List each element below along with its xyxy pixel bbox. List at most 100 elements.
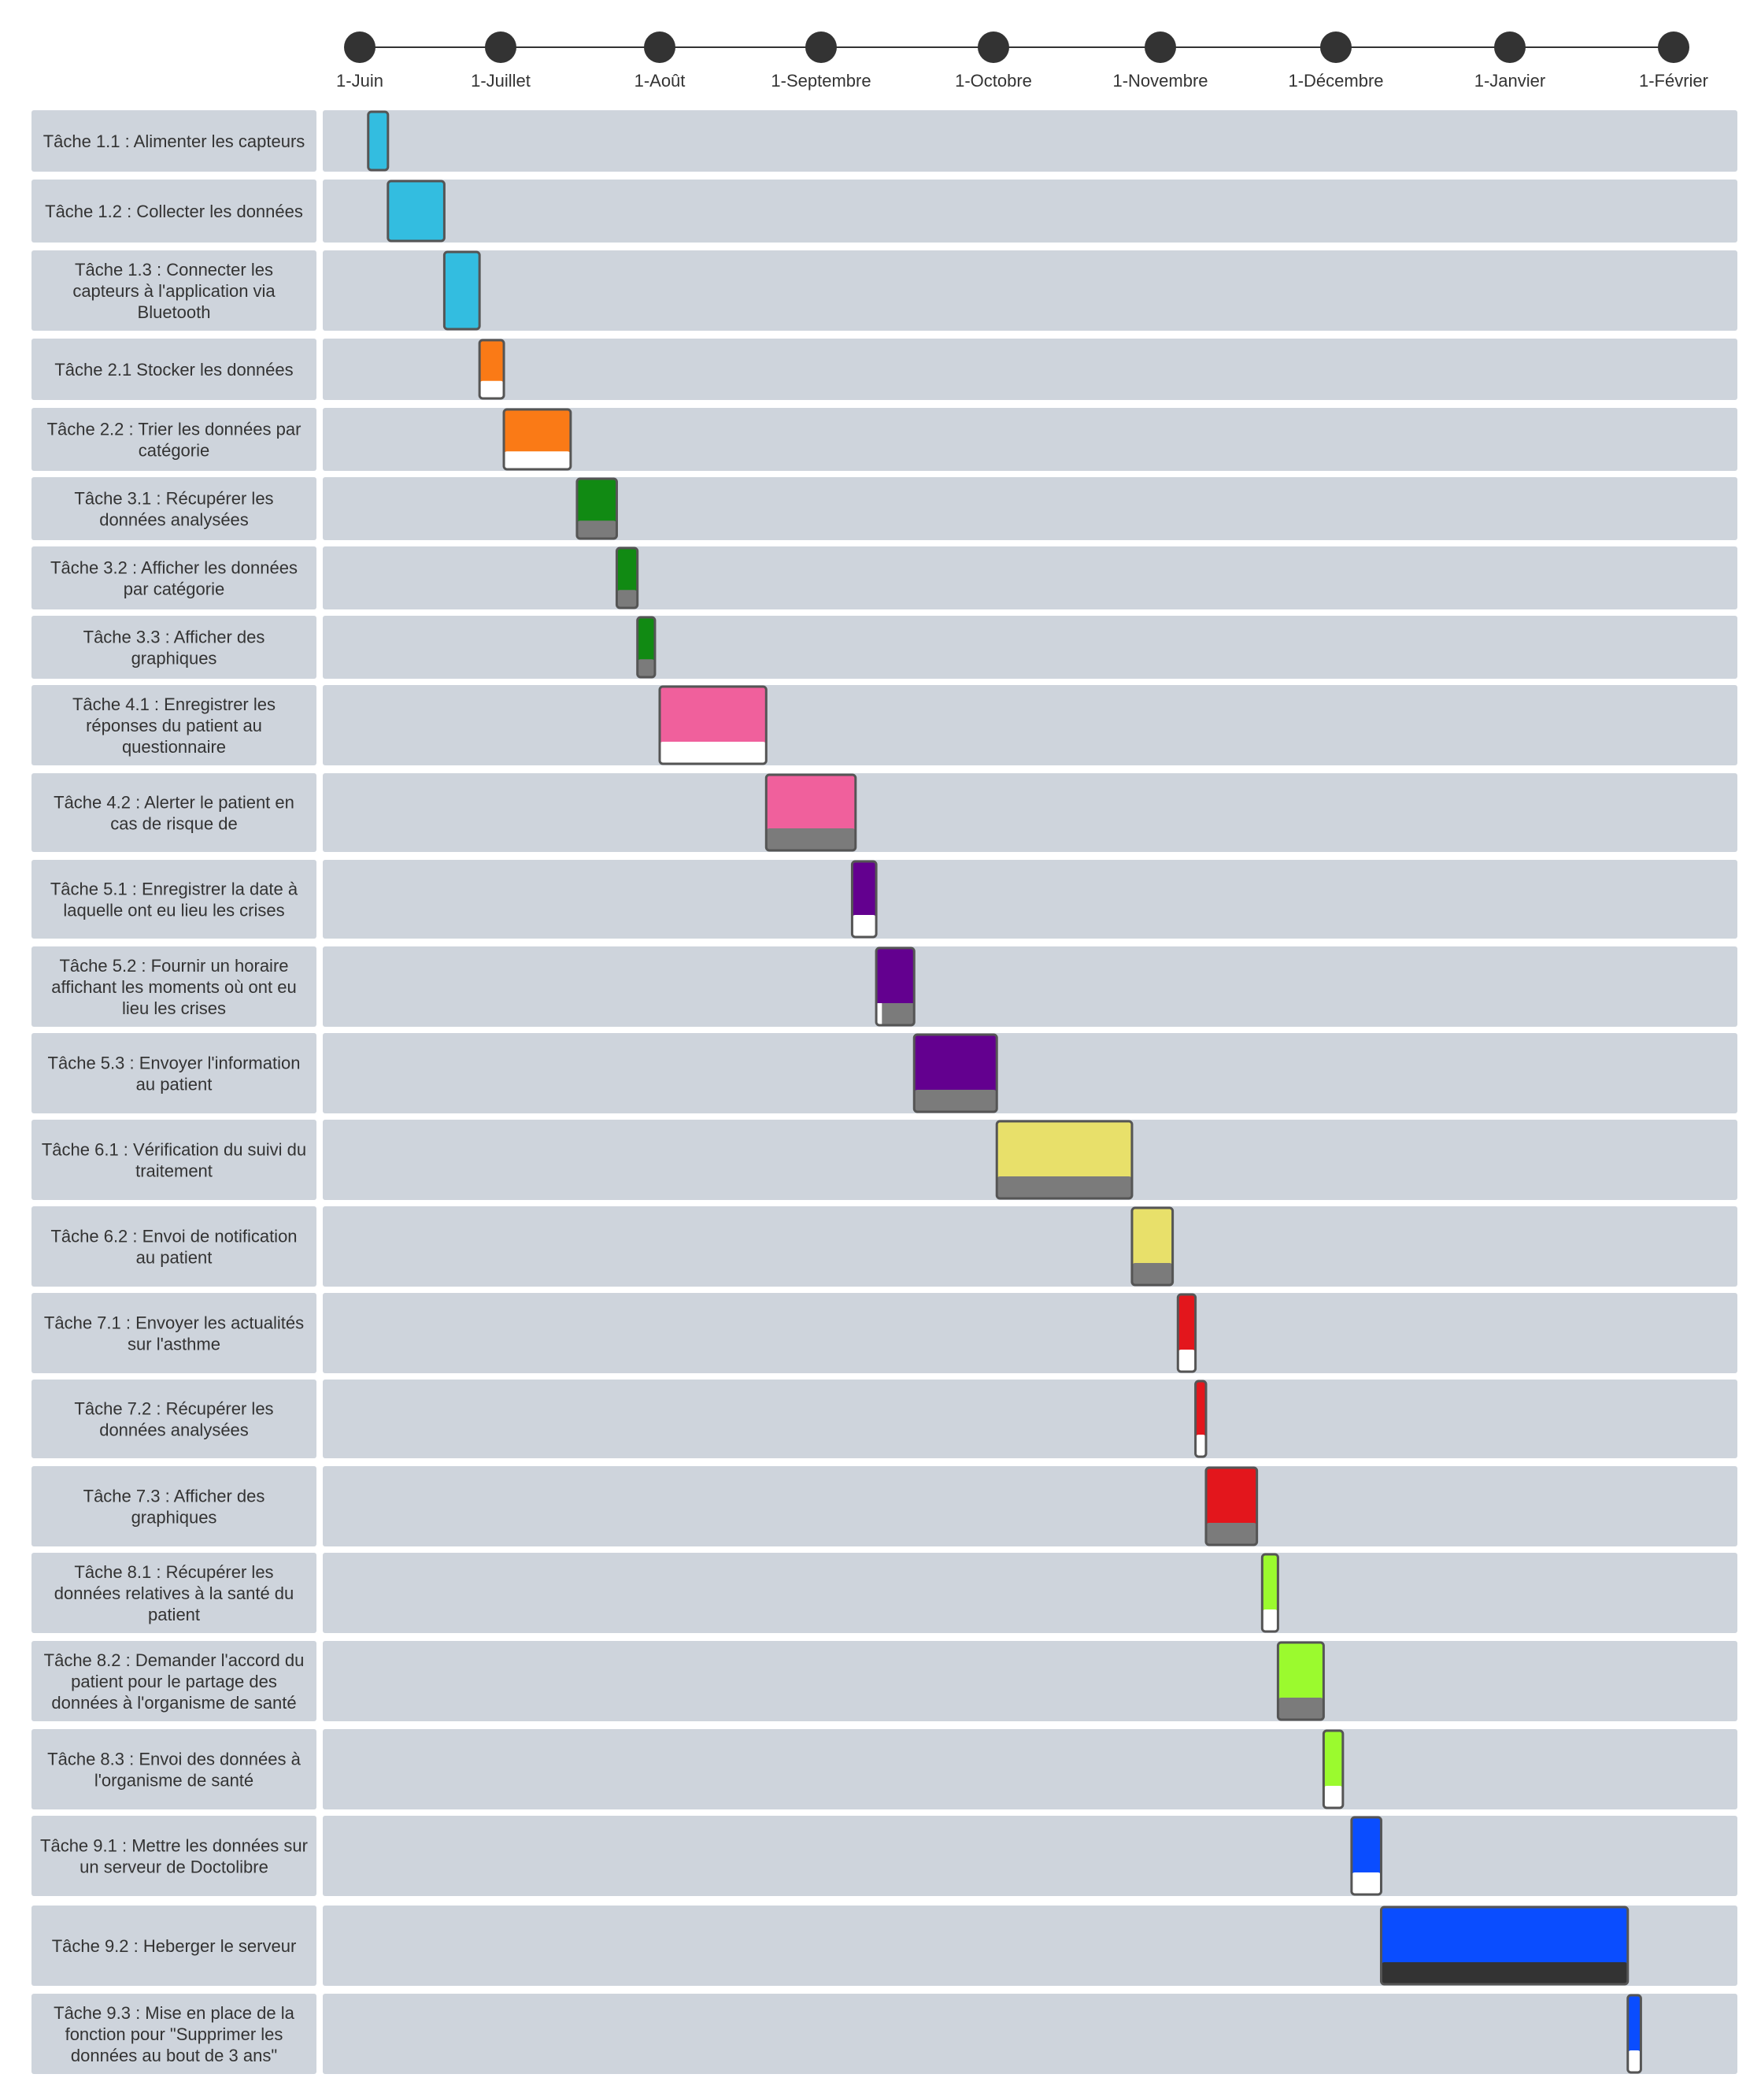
task-label-cell bbox=[31, 1120, 316, 1200]
task-bar[interactable] bbox=[502, 408, 572, 471]
task-label-cell bbox=[31, 685, 316, 765]
task-status-strip bbox=[1131, 1263, 1173, 1285]
task-bar[interactable] bbox=[478, 339, 505, 400]
task-row: Tâche 1.2 : Collecter les données bbox=[31, 180, 1737, 243]
timeline-tick-label: 1-Décembre bbox=[1288, 71, 1383, 91]
task-bar[interactable] bbox=[1130, 1206, 1175, 1287]
task-bar-fill bbox=[387, 181, 445, 241]
task-status-strip bbox=[1278, 1698, 1324, 1720]
task-track bbox=[323, 339, 1737, 400]
task-bar[interactable] bbox=[442, 250, 481, 331]
timeline-tick-label: 1-Février bbox=[1639, 71, 1708, 91]
task-row: Tâche 9.2 : Heberger le serveur bbox=[31, 1906, 1737, 1986]
task-label-cell bbox=[31, 1906, 316, 1986]
task-bar[interactable] bbox=[367, 110, 390, 172]
task-bar-outline bbox=[1626, 1994, 1642, 2074]
task-track bbox=[323, 1816, 1737, 1896]
task-bar[interactable] bbox=[912, 1033, 998, 1113]
timeline-milestone-dot bbox=[344, 31, 376, 63]
timeline-milestone-dot bbox=[644, 31, 675, 63]
task-track bbox=[323, 616, 1737, 679]
task-track bbox=[323, 180, 1737, 243]
task-status-strip bbox=[914, 1090, 997, 1112]
task-status-strip bbox=[660, 742, 767, 764]
task-bar[interactable] bbox=[764, 773, 857, 852]
task-bar-outline bbox=[995, 1120, 1134, 1200]
timeline-tick-label: 1-Août bbox=[634, 71, 686, 91]
task-status-strip bbox=[576, 520, 617, 539]
task-bar[interactable] bbox=[1204, 1466, 1259, 1546]
task-bar[interactable] bbox=[1350, 1816, 1382, 1896]
task-bar[interactable] bbox=[850, 860, 878, 939]
task-bar-outline bbox=[442, 250, 481, 331]
task-bar[interactable] bbox=[875, 946, 916, 1027]
task-status-strip bbox=[1323, 1786, 1343, 1808]
timeline-milestone-dot bbox=[805, 31, 837, 63]
task-bar-fill bbox=[444, 252, 480, 329]
task-row: Tâche 1.1 : Alimenter les capteurs bbox=[31, 110, 1737, 172]
task-track bbox=[323, 1641, 1737, 1721]
task-track bbox=[323, 1293, 1737, 1373]
task-bar[interactable] bbox=[1379, 1906, 1630, 1986]
task-label-cell bbox=[31, 180, 316, 243]
timeline-milestone-dot bbox=[1320, 31, 1352, 63]
task-bar-outline bbox=[1176, 1293, 1197, 1373]
task-bar[interactable] bbox=[1276, 1641, 1325, 1721]
task-bar-outline bbox=[1204, 1466, 1259, 1546]
timeline-milestone-dot bbox=[1658, 31, 1689, 63]
task-bar[interactable] bbox=[636, 616, 657, 679]
task-bar[interactable] bbox=[1322, 1729, 1345, 1809]
task-status-strip bbox=[876, 1003, 915, 1025]
task-bar[interactable] bbox=[575, 477, 618, 540]
task-bar[interactable] bbox=[1626, 1994, 1642, 2074]
task-track bbox=[323, 408, 1737, 471]
timeline-tick-label: 1-Juin bbox=[336, 71, 383, 91]
task-label-cell bbox=[31, 339, 316, 400]
task-label-cell bbox=[31, 110, 316, 172]
task-bar[interactable] bbox=[615, 546, 639, 609]
task-label-cell bbox=[31, 616, 316, 679]
task-bar-outline bbox=[636, 616, 657, 679]
task-bar[interactable] bbox=[995, 1120, 1134, 1200]
task-status-strip bbox=[1627, 2050, 1641, 2072]
task-label-cell bbox=[31, 860, 316, 939]
task-track bbox=[323, 250, 1737, 331]
task-label: Tâche 1.2 : Collecter les données bbox=[45, 202, 303, 221]
task-status-strip bbox=[1381, 1962, 1628, 1984]
timeline-milestone-dot bbox=[1145, 31, 1176, 63]
task-track bbox=[323, 773, 1737, 852]
task-bar-outline bbox=[850, 860, 878, 939]
task-label-cell bbox=[31, 1553, 316, 1633]
task-bar[interactable] bbox=[1194, 1380, 1208, 1458]
task-bar[interactable] bbox=[658, 685, 768, 765]
task-status-strip bbox=[852, 915, 877, 937]
task-bar[interactable] bbox=[1176, 1293, 1197, 1373]
task-bar[interactable] bbox=[387, 180, 446, 243]
task-bar-outline bbox=[1260, 1553, 1279, 1633]
task-bar[interactable] bbox=[1260, 1553, 1279, 1633]
task-label-cell bbox=[31, 1641, 316, 1721]
task-row: Tâche 2.1 Stocker les données bbox=[31, 339, 1737, 400]
